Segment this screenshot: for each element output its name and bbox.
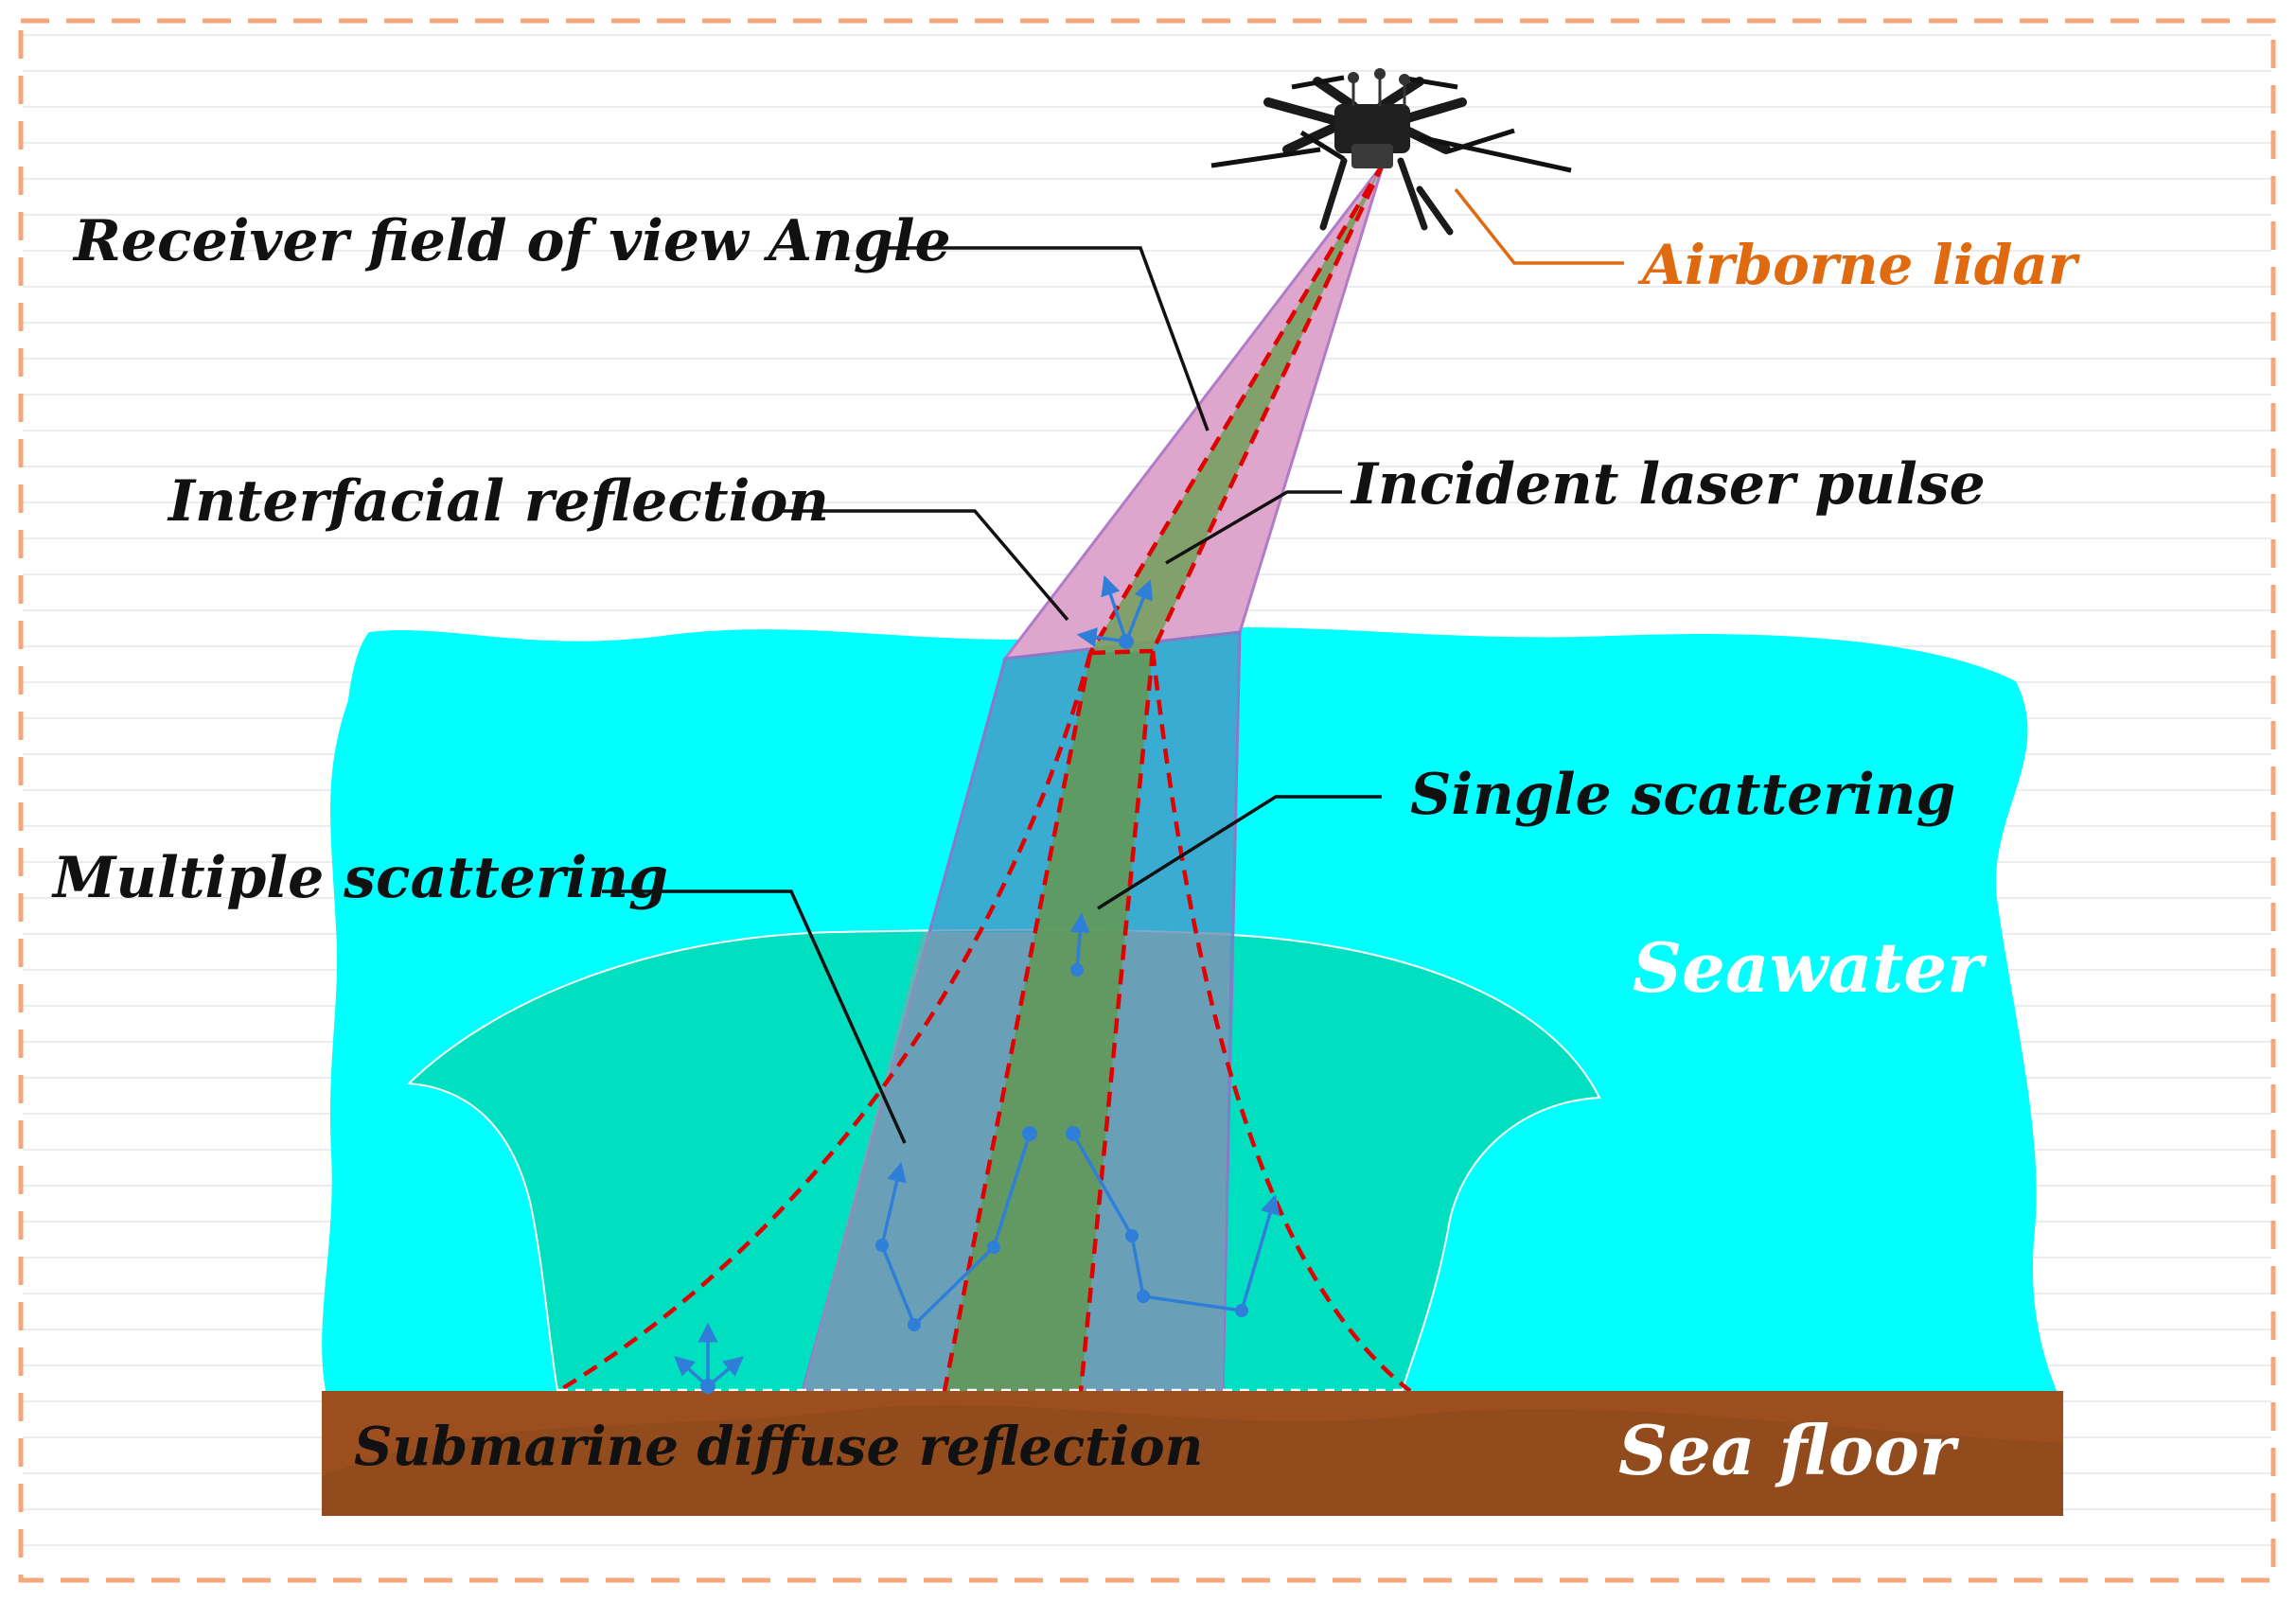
sea-floor-shading (322, 1405, 2063, 1516)
photon-arrow-icon (700, 634, 1248, 1394)
airborne-leader-line (1454, 187, 1624, 265)
label-single-scattering: Single scattering (1410, 762, 1955, 828)
label-multiple-scattering: Multiple scattering (51, 845, 668, 911)
drone-icon (1210, 68, 1572, 236)
leader-lines (602, 246, 1382, 1144)
laser-beam-water (945, 651, 1153, 1391)
label-seawater: Seawater (1633, 927, 1987, 1008)
label-submarine-diffuse-reflection: Submarine diffuse reflection (354, 1416, 1203, 1478)
label-sea-floor: Sea floor (1618, 1410, 1960, 1490)
label-receiver-fov: Receiver field of view Angle (72, 208, 951, 274)
label-incident-laser-pulse: Incident laser pulse (1350, 451, 1986, 518)
label-interfacial-reflection: Interfacial reflection (167, 468, 829, 535)
label-airborne-lidar: Airborne lidar (1637, 233, 2081, 297)
